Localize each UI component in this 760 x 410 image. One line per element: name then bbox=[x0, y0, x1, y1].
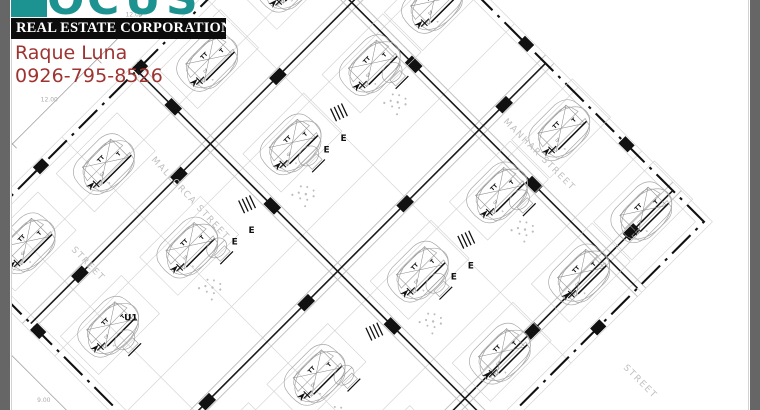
svg-text:E: E bbox=[324, 145, 330, 155]
svg-text:E: E bbox=[232, 237, 238, 247]
svg-text:12.00: 12.00 bbox=[41, 97, 58, 104]
svg-text:9.00: 9.00 bbox=[37, 397, 51, 404]
page-hairline-right bbox=[748, 0, 749, 410]
svg-text:12.00: 12.00 bbox=[126, 12, 143, 19]
site-plan-drawing: TT T GF a bbox=[11, 0, 749, 410]
page-rail-right bbox=[750, 0, 760, 410]
svg-text:E: E bbox=[451, 273, 457, 283]
svg-text:E: E bbox=[340, 134, 346, 144]
svg-text:E: E bbox=[468, 261, 474, 271]
svg-text:E: E bbox=[249, 226, 255, 236]
page-hairline-left bbox=[11, 0, 12, 410]
svg-text:U1: U1 bbox=[124, 314, 138, 324]
page-rail-left bbox=[0, 0, 10, 410]
